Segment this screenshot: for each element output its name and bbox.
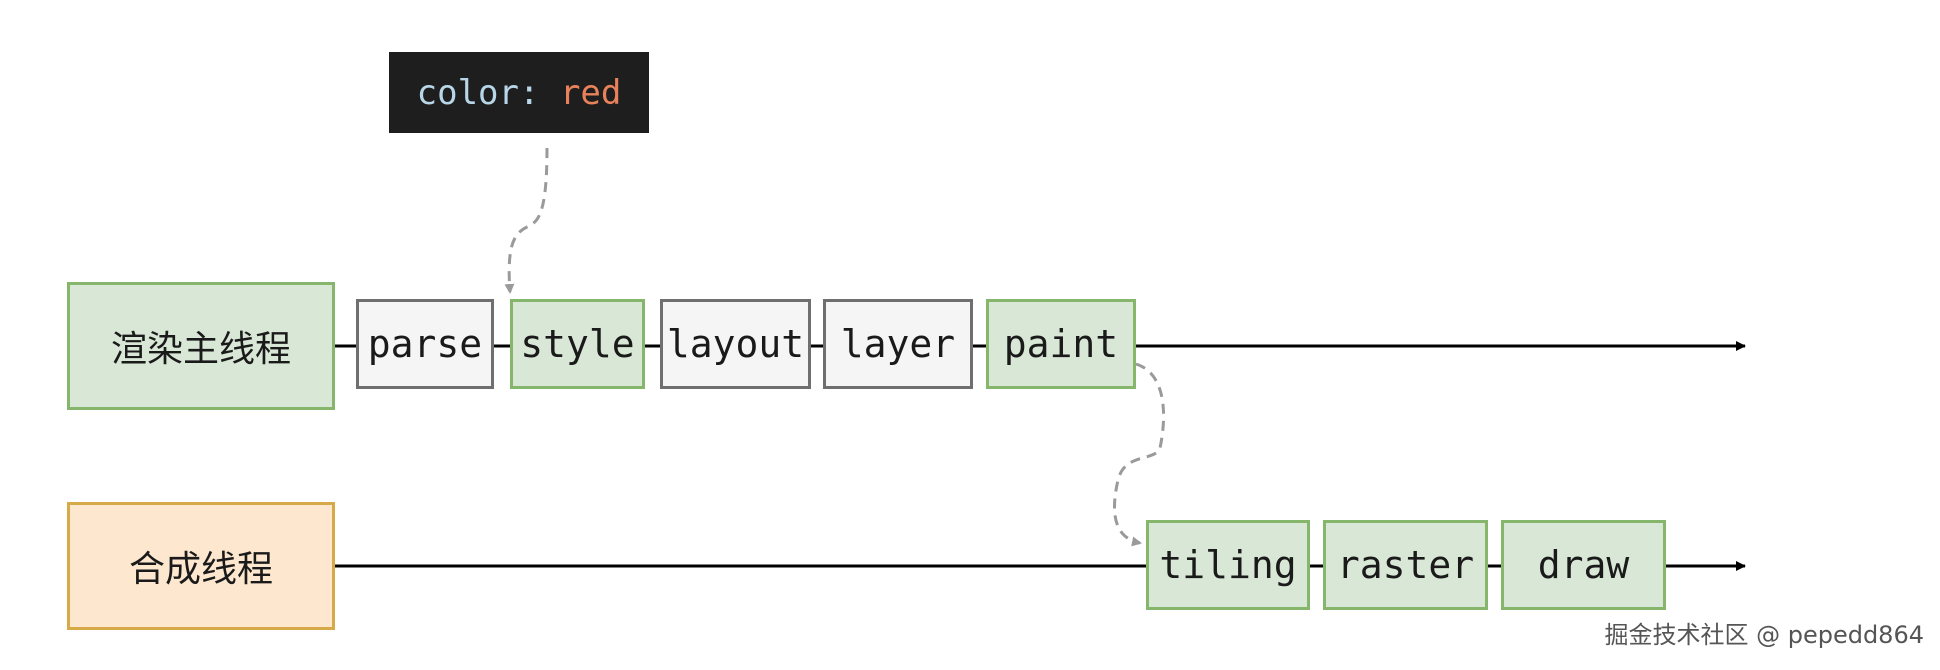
step-layer-label: layer — [840, 322, 956, 366]
step-raster: raster — [1323, 520, 1488, 610]
step-raster-label: raster — [1336, 543, 1475, 587]
step-parse: parse — [356, 299, 494, 389]
step-style: style — [510, 299, 645, 389]
step-parse-label: parse — [367, 322, 483, 366]
step-style-label: style — [520, 322, 635, 366]
style-change-code-snippet: color: red — [389, 52, 649, 133]
code-property: color: — [416, 72, 560, 113]
style-trigger-arrow — [504, 147, 549, 294]
watermark: 掘金技术社区 @ pepedd864 — [1604, 621, 1924, 649]
compositor-thread-label-text: 合成线程 — [128, 549, 273, 590]
compositor-thread-label: 合成线程 — [67, 502, 335, 630]
step-paint-label: paint — [1003, 322, 1119, 366]
step-tiling-label: tiling — [1159, 543, 1297, 587]
main-thread-label-text: 渲染主线程 — [110, 329, 291, 370]
code-value: red — [559, 72, 622, 113]
step-draw-label: draw — [1537, 543, 1630, 587]
main-thread-label: 渲染主线程 — [67, 282, 335, 410]
step-layout: layout — [660, 299, 811, 389]
step-draw: draw — [1501, 520, 1666, 610]
step-tiling: tiling — [1146, 520, 1310, 610]
paint-to-tiling-arrow — [1113, 362, 1166, 547]
step-layer: layer — [823, 299, 973, 389]
step-layout-label: layout — [666, 322, 805, 366]
step-paint: paint — [986, 299, 1136, 389]
